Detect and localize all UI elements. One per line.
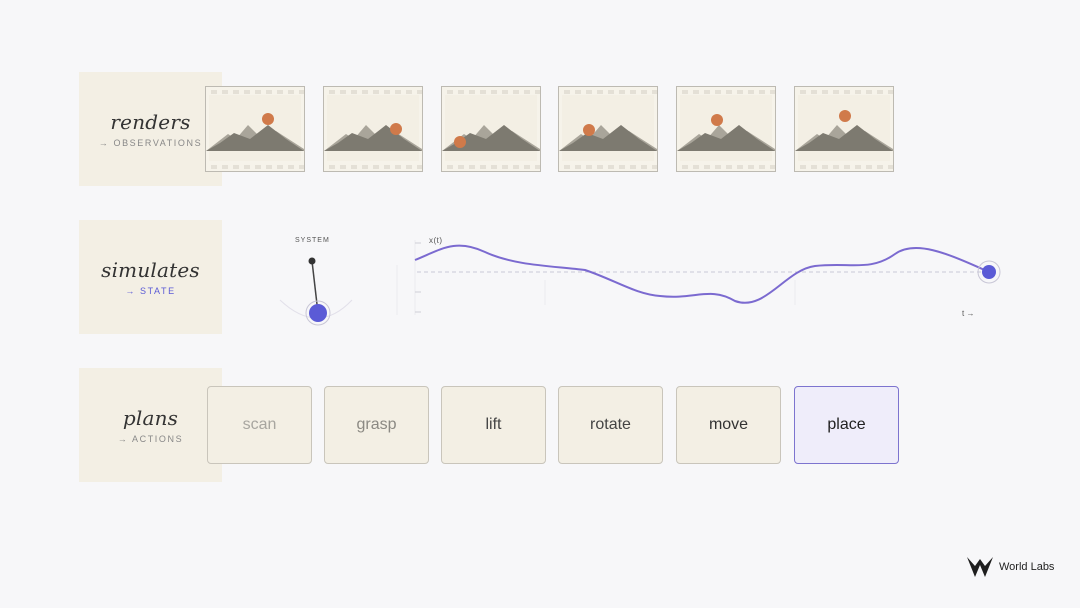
- action-move-button[interactable]: move: [676, 386, 781, 464]
- simulates-title: simulates: [101, 258, 200, 282]
- pendulum-bob-ring: [305, 300, 331, 326]
- action-grasp-button[interactable]: grasp: [324, 386, 429, 464]
- action-lift-button[interactable]: lift: [441, 386, 546, 464]
- mountain-front: [559, 125, 657, 151]
- frame-sky: [327, 95, 419, 161]
- mountain-front: [442, 125, 540, 151]
- plot-ticks: [415, 242, 421, 313]
- frame-sky: [209, 95, 301, 161]
- sun: [583, 124, 595, 136]
- sun: [390, 123, 402, 135]
- action-scan-button[interactable]: scan: [207, 386, 312, 464]
- simulates-label: simulates → STATE: [79, 220, 222, 334]
- observation-frame: [323, 86, 423, 172]
- frame-sky: [680, 95, 772, 161]
- simulates-subtitle: → STATE: [125, 286, 176, 296]
- x-axis-label: t →: [962, 309, 975, 318]
- pendulum-diagram: [279, 257, 353, 326]
- trajectory-curve: [414, 244, 990, 304]
- observation-frame: [205, 86, 305, 172]
- observation-frame: [441, 86, 541, 172]
- renders-subtitle: → OBSERVATIONS: [98, 138, 203, 148]
- sun: [262, 113, 274, 125]
- observation-frame: [676, 86, 776, 172]
- sun: [454, 136, 466, 148]
- sun: [839, 110, 851, 122]
- frame-sky: [798, 95, 890, 161]
- frame-sky: [445, 95, 537, 161]
- y-axis-label: x(t): [429, 236, 443, 245]
- renders-label: renders → OBSERVATIONS: [79, 72, 222, 186]
- sun: [711, 114, 723, 126]
- trajectory-endpoint-ring: [977, 260, 1001, 284]
- mountain-front: [324, 125, 422, 151]
- renders-title: renders: [110, 110, 191, 134]
- mountain-front: [677, 125, 775, 151]
- brand: World Labs: [966, 556, 1054, 578]
- observation-frame: [558, 86, 658, 172]
- pendulum-bob: [309, 304, 327, 322]
- trajectory-plot: [396, 240, 1001, 315]
- trajectory-endpoint: [982, 265, 996, 279]
- frame-sky: [562, 95, 654, 161]
- brand-name: World Labs: [999, 561, 1055, 573]
- action-place-button[interactable]: place: [794, 386, 899, 464]
- system-label: SYSTEM: [295, 237, 330, 244]
- plot-gridlines: [396, 240, 796, 315]
- world-labs-logo: [967, 557, 993, 577]
- plans-title: plans: [122, 406, 179, 430]
- pendulum-pivot: [308, 257, 316, 265]
- plans-label: plans → ACTIONS: [79, 368, 222, 482]
- mountain-front: [206, 125, 304, 151]
- mountain-front: [795, 125, 893, 151]
- observation-frame: [794, 86, 894, 172]
- action-rotate-button[interactable]: rotate: [558, 386, 663, 464]
- plans-subtitle: → ACTIONS: [117, 434, 184, 444]
